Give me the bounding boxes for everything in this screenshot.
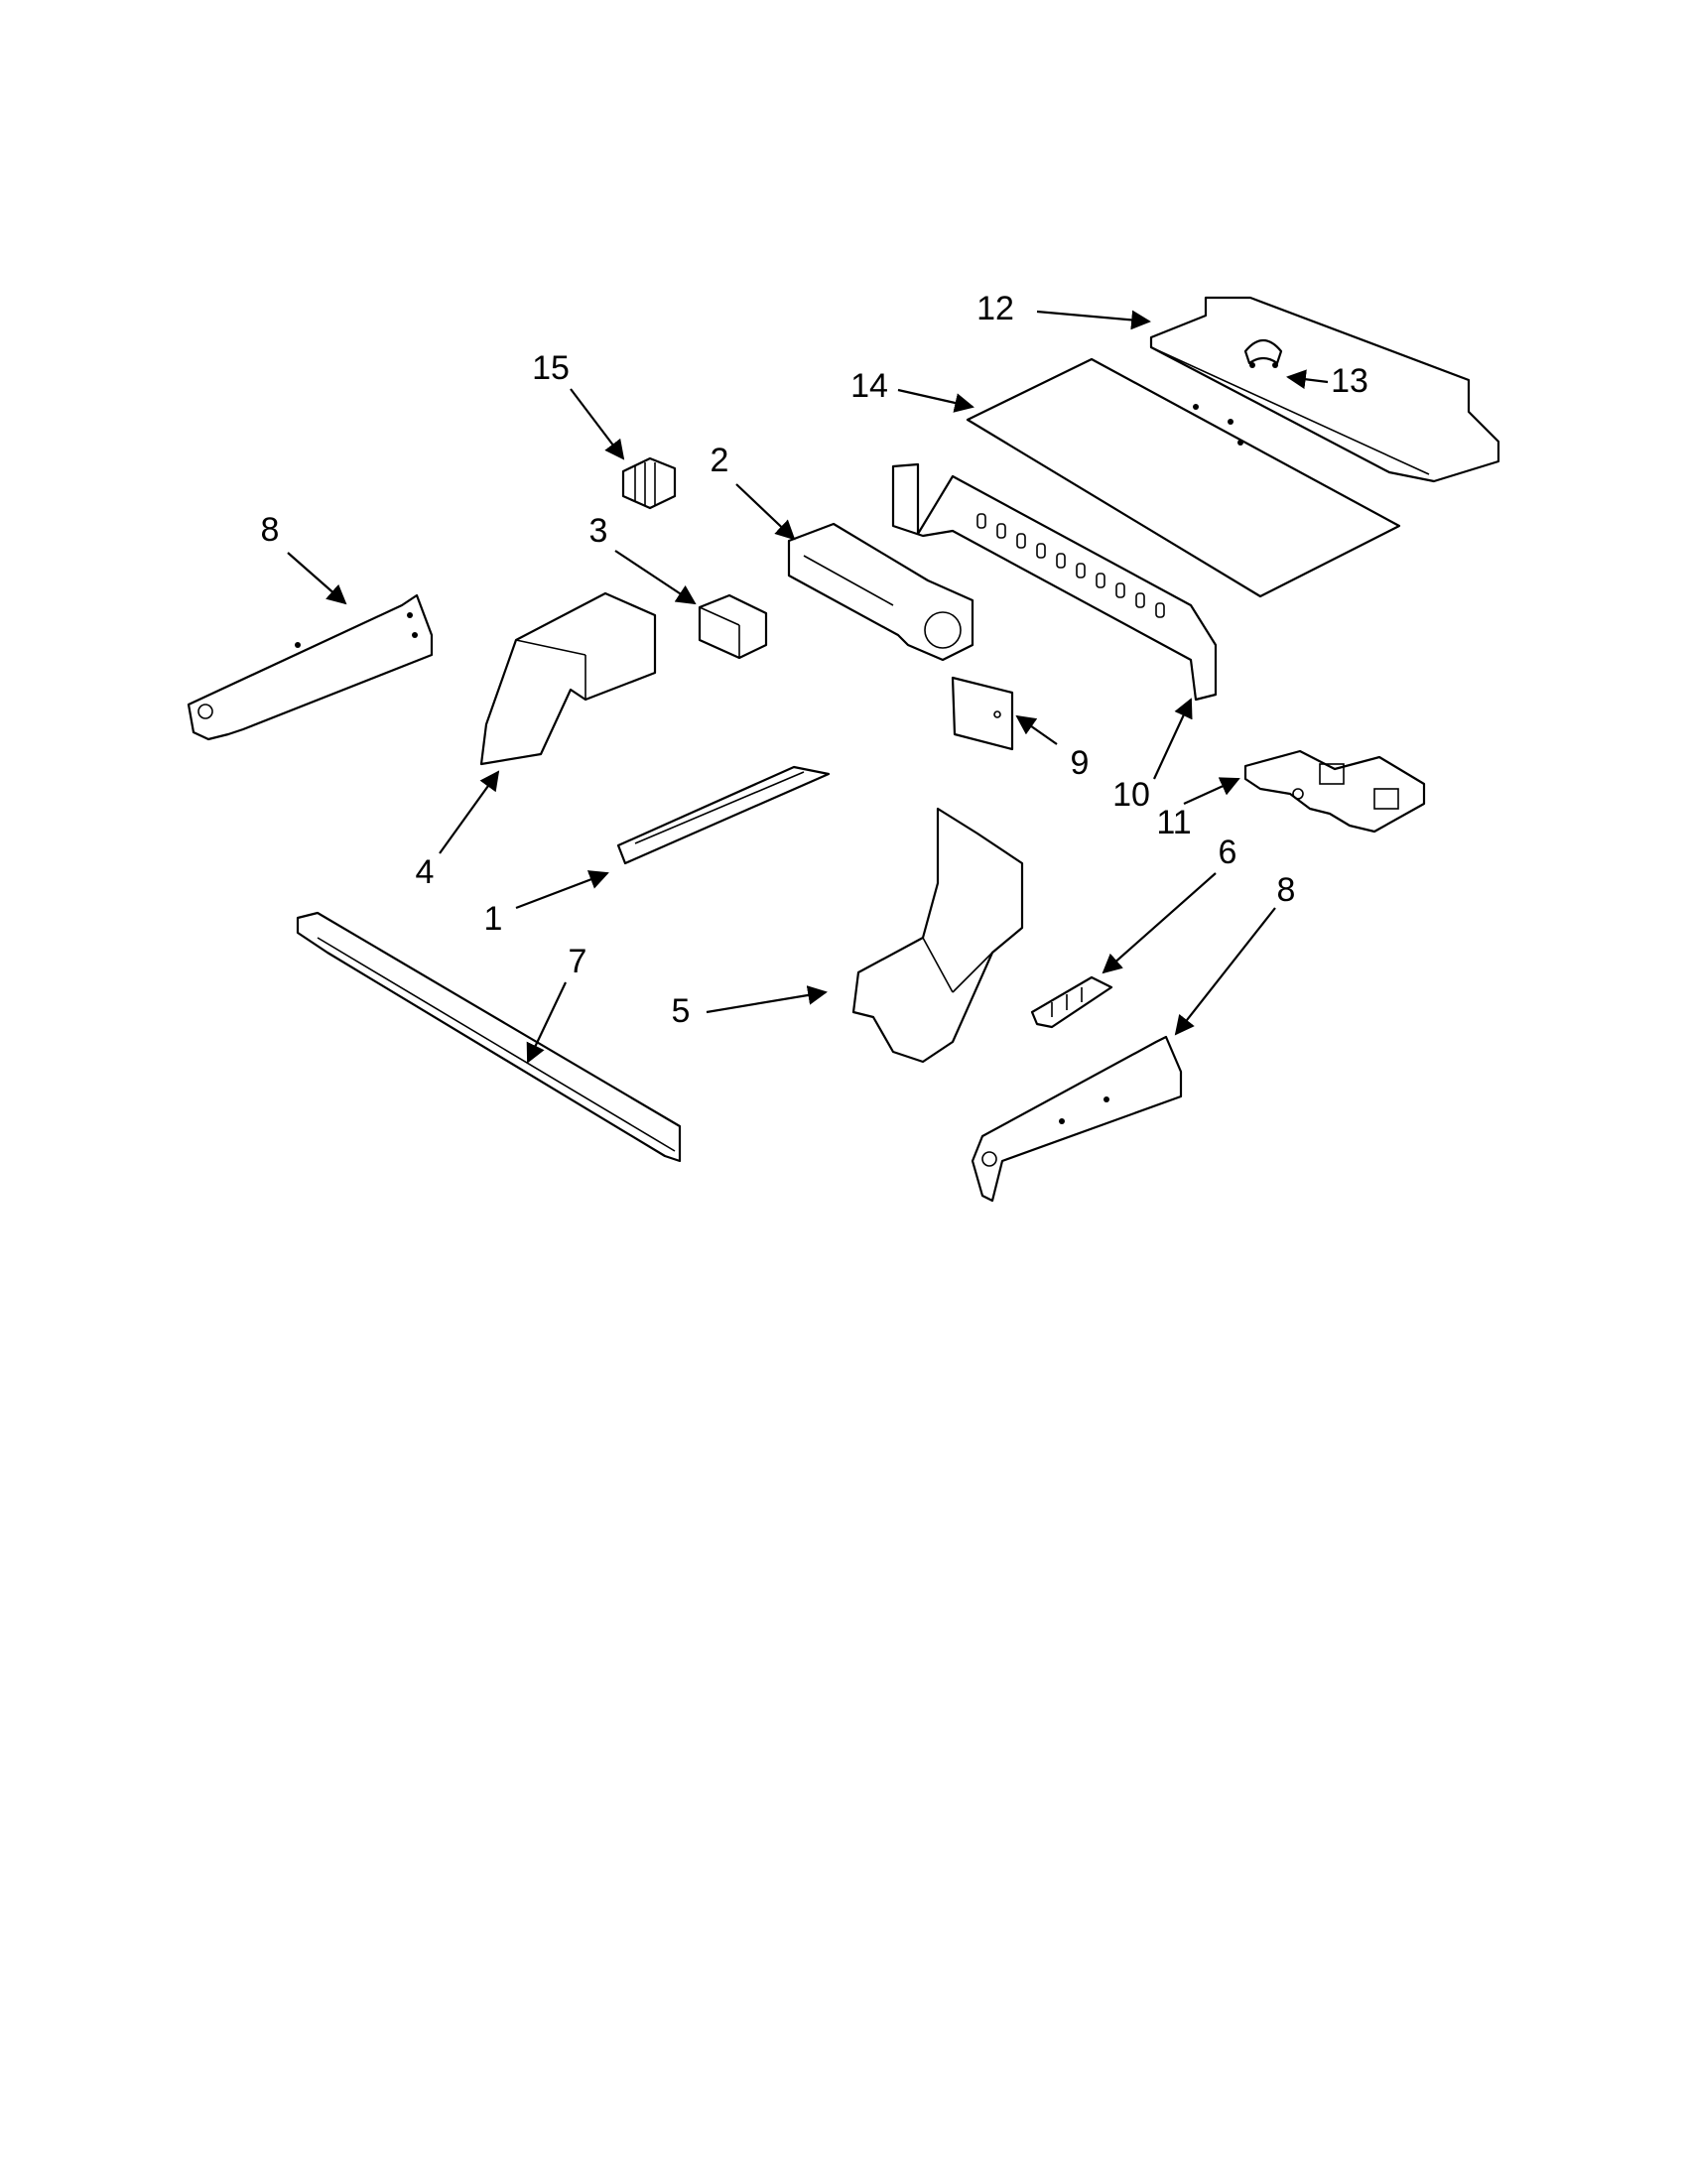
leader-14 — [1183, 777, 1240, 806]
callout-1: 1 — [484, 900, 503, 938]
leader-13 — [1015, 714, 1058, 745]
part-3-block — [698, 593, 768, 660]
part-8-right-bracket — [971, 1035, 1183, 1203]
leader-7 — [526, 981, 567, 1064]
callout-3: 3 — [589, 512, 608, 550]
callout-11: 13 — [1331, 362, 1368, 400]
part-4-duct — [479, 591, 657, 766]
part-13-plate — [951, 676, 1014, 751]
leader-8a — [287, 552, 347, 605]
callout-8-right: 8 — [1277, 871, 1296, 909]
leader-15 — [570, 388, 625, 460]
leader-9 — [1153, 698, 1193, 780]
callout-13: 9 — [1071, 744, 1090, 782]
part-11-clip — [1243, 338, 1283, 368]
part-15-transformer — [621, 456, 677, 510]
callout-6: 6 — [1219, 834, 1237, 871]
part-9-perforated-rail — [891, 462, 1218, 702]
leader-10 — [1036, 310, 1151, 330]
callout-8-left: 8 — [261, 511, 280, 549]
leader-2 — [735, 483, 796, 541]
part-5-trough — [851, 807, 1024, 1064]
leader-11 — [1286, 369, 1329, 390]
part-8-left-bracket — [187, 593, 434, 741]
callout-7: 7 — [569, 943, 587, 980]
callout-15: 15 — [532, 349, 570, 387]
leader-3 — [614, 550, 697, 605]
callout-14: 11 — [1156, 804, 1191, 841]
callout-10: 12 — [976, 290, 1014, 327]
leader-5 — [706, 985, 828, 1014]
leader-lines — [287, 310, 1329, 1064]
leader-12 — [897, 388, 974, 413]
part-2-latch-assembly — [787, 522, 974, 662]
leader-4 — [439, 770, 500, 854]
part-6-terminal-block — [1030, 975, 1113, 1029]
part-1-channel — [616, 765, 831, 865]
part-7-long-rail — [296, 911, 682, 1163]
callout-12: 14 — [850, 367, 888, 405]
callout-4: 4 — [416, 853, 435, 891]
callout-5: 5 — [672, 992, 691, 1030]
leader-1 — [515, 870, 609, 910]
callout-9: 10 — [1112, 776, 1150, 814]
part-14-latch-plate — [1243, 749, 1426, 834]
callout-labels: 12 13 14 15 2 3 8 9 10 11 4 1 6 8 7 5 — [261, 290, 1368, 1030]
part-10-top-cover — [1149, 296, 1500, 483]
part-12-shield-panel — [966, 357, 1401, 598]
leader-8b — [1174, 907, 1276, 1036]
callout-2: 2 — [711, 442, 729, 479]
leader-6 — [1102, 872, 1217, 974]
